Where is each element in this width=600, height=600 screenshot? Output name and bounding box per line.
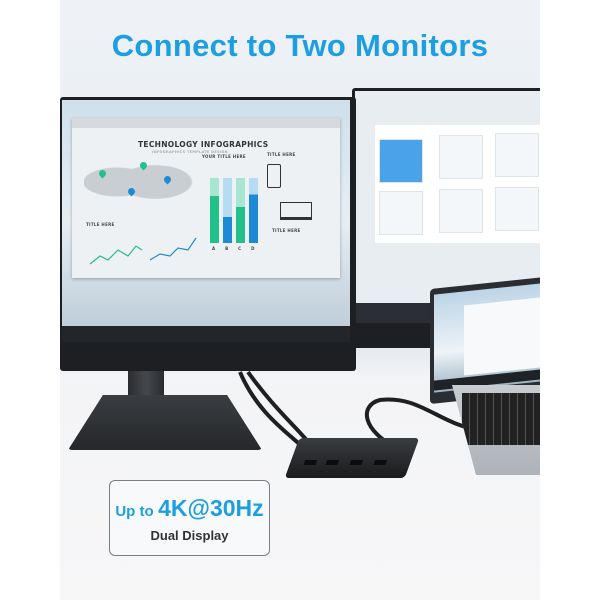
bar-label: A: [212, 246, 216, 251]
bar-b: [223, 178, 232, 243]
bar-labels: A B C D: [212, 246, 255, 251]
line-charts: [89, 237, 197, 265]
product-scene: TECHNOLOGY INFOGRAPHICS INFOGRAPHICS TEM…: [60, 0, 540, 600]
section-label: TITLE HERE: [86, 222, 115, 227]
infographic-heading: TECHNOLOGY INFOGRAPHICS: [138, 140, 269, 149]
port: [325, 460, 340, 465]
port: [373, 460, 388, 465]
monitor-stand-base: [68, 395, 262, 450]
port: [303, 460, 318, 465]
section-label: TITLE HERE: [272, 228, 301, 233]
chart-title: YOUR TITLE HERE: [202, 154, 246, 159]
bar-chart: [210, 178, 260, 243]
headline: Connect to Two Monitors: [111, 28, 489, 63]
port: [349, 460, 364, 465]
tile: [439, 189, 483, 233]
bar-d: [249, 178, 258, 243]
bar-a: [210, 178, 219, 243]
phone-icon: [267, 164, 281, 188]
section-label: TITLE HERE: [267, 152, 296, 157]
laptop: [430, 276, 540, 405]
tile: [495, 187, 539, 231]
spec-badge: Up to 4K@30Hz Dual Display: [109, 480, 270, 556]
taskbar: [62, 326, 350, 342]
bar-c: [236, 178, 245, 243]
laptop-icon: [280, 202, 312, 220]
tile: [495, 133, 539, 177]
infographic-window: TECHNOLOGY INFOGRAPHICS INFOGRAPHICS TEM…: [72, 118, 340, 278]
tile: [439, 135, 483, 179]
left-monitor: TECHNOLOGY INFOGRAPHICS INFOGRAPHICS TEM…: [60, 97, 356, 371]
spec-value: 4K@30Hz: [158, 495, 264, 521]
spec-line: Up to 4K@30Hz: [110, 495, 269, 522]
tile-highlight: [379, 139, 423, 183]
spec-prefix: Up to: [115, 503, 154, 520]
docking-hub: [284, 438, 420, 478]
laptop-screen: [434, 282, 540, 393]
tile: [379, 191, 423, 235]
bar-label: D: [251, 246, 255, 251]
bar-label: C: [238, 246, 242, 251]
infographic-subheading: INFOGRAPHICS TEMPLATE DESIGN: [152, 150, 228, 154]
bar-label: B: [225, 246, 229, 251]
left-monitor-screen: TECHNOLOGY INFOGRAPHICS INFOGRAPHICS TEM…: [62, 100, 350, 342]
spec-caption: Dual Display: [150, 528, 229, 543]
